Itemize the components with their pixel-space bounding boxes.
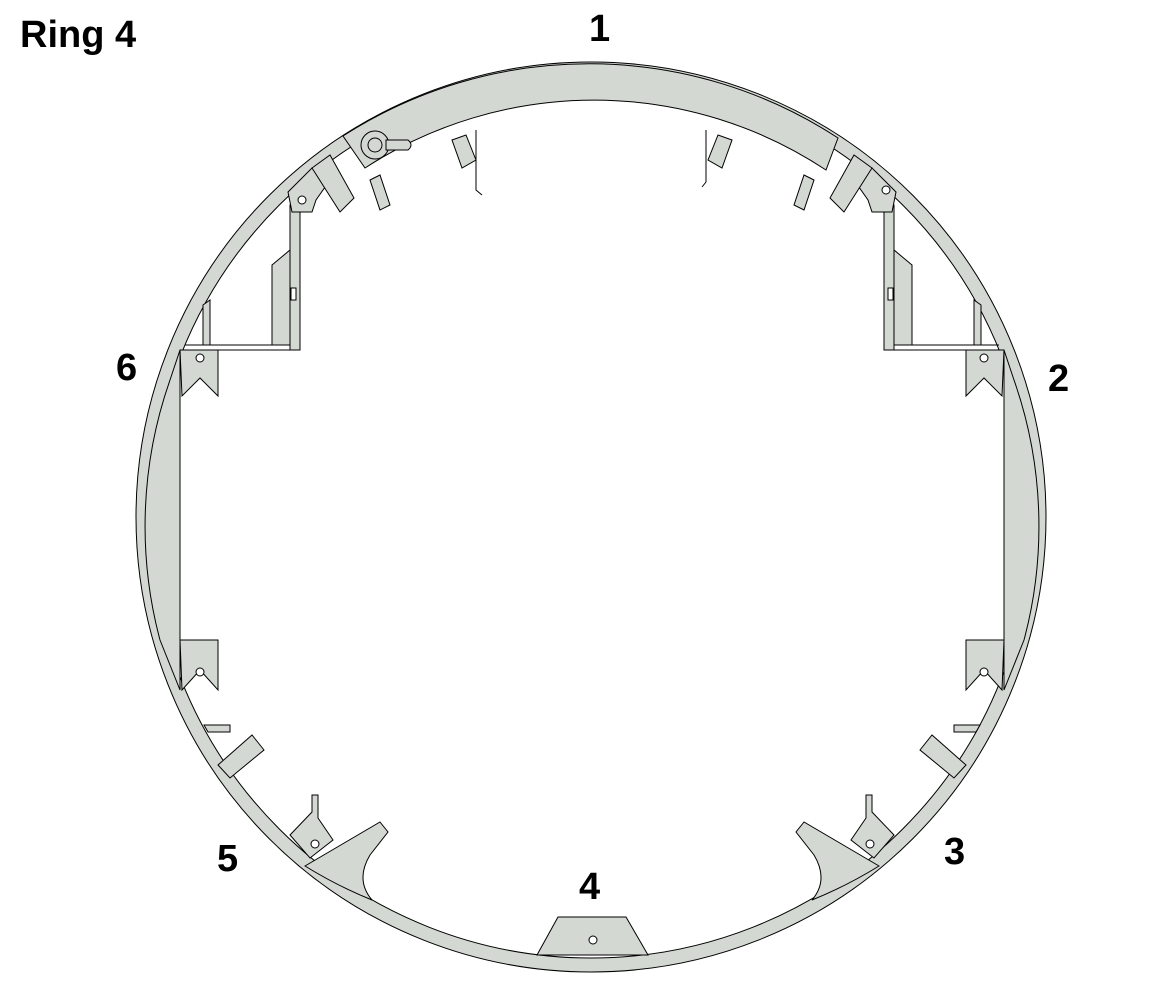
right-corner-clamp [829, 154, 873, 213]
segment-label-4: 4 [579, 866, 601, 908]
left-upper-tab [202, 299, 211, 346]
top-right-tab [793, 174, 815, 211]
right-upper-chevron-hole [979, 353, 989, 363]
segment-label-6: 6 [116, 347, 138, 389]
right-lower-stub [953, 724, 981, 733]
left-corner-hole [297, 195, 307, 205]
ring-title: Ring 4 [20, 14, 137, 56]
top-arc-segment [342, 63, 839, 171]
left-lower-tab [217, 734, 265, 779]
right-lower-chevron [965, 639, 1005, 692]
left-corner-clamp [311, 154, 355, 213]
right-upper-tab [973, 299, 982, 346]
spool-arm [385, 139, 412, 151]
bottom-left-hole [310, 839, 320, 849]
segment-label-3: 3 [944, 831, 966, 873]
right-lower-tab [919, 734, 967, 779]
left-upper-rail [271, 248, 291, 346]
right-upper-rail [893, 248, 913, 346]
bottom-left-bracket [304, 821, 389, 901]
segment-label-5: 5 [217, 838, 239, 880]
top-left-tab [369, 174, 391, 211]
ring-band [135, 61, 1047, 973]
bottom-right-hole [865, 839, 875, 849]
top-center-right-tab [707, 134, 733, 169]
left-lower-stub [203, 724, 231, 733]
left-lower-chevron [179, 639, 219, 692]
left-upper-slot [290, 287, 297, 301]
left-side-plate [144, 349, 181, 691]
top-center-left-rod [475, 130, 483, 196]
left-upper-chevron-hole [195, 353, 205, 363]
right-corner-hole [881, 185, 891, 195]
spool-inner [367, 137, 383, 153]
bottom-left-clip [289, 794, 334, 859]
left-lower-chevron-hole [195, 667, 205, 677]
right-upper-slot [887, 287, 894, 301]
bottom-tab-hole [588, 935, 598, 945]
right-side-plate [1003, 349, 1040, 691]
segment-label-1: 1 [589, 8, 611, 50]
bottom-right-bracket [795, 821, 880, 901]
bottom-right-clip [850, 794, 895, 859]
segment-label-2: 2 [1048, 358, 1070, 400]
top-center-left-tab [451, 134, 477, 169]
right-upper-strip [883, 199, 895, 351]
top-center-right-rod [701, 130, 707, 188]
left-upper-strip [289, 199, 301, 351]
right-lower-chevron-hole [979, 667, 989, 677]
